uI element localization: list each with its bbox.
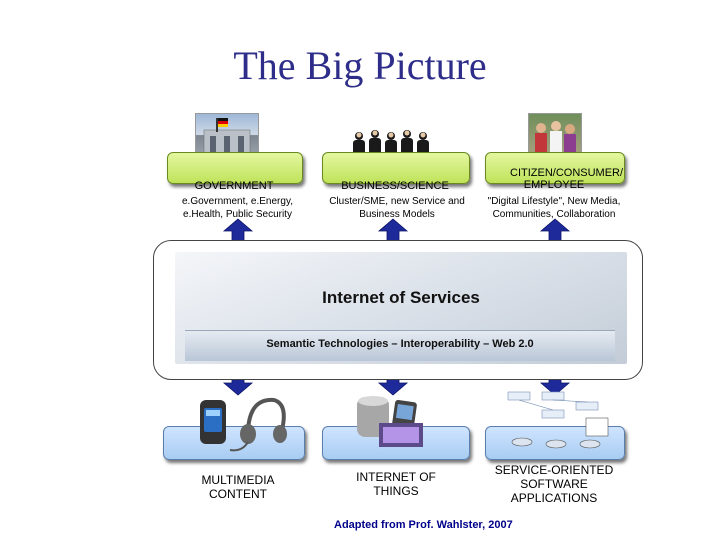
internet-of-services-title: Internet of Services [322, 288, 480, 307]
credit-text: Adapted from Prof. Wahlster, 2007 [334, 519, 513, 531]
internet-of-things-label: INTERNET OF THINGS [356, 470, 436, 498]
rfid-devices-icon [355, 393, 435, 453]
software-diagram-icon [498, 388, 616, 454]
semantic-technologies-band [185, 330, 615, 361]
citizen-box [485, 152, 625, 184]
business-science-box [322, 152, 470, 184]
business-science-label: BUSINESS/SCIENCE [341, 180, 449, 192]
watch-headset-icon [190, 390, 290, 460]
software-applications-label: SERVICE-ORIENTED SOFTWARE APPLICATIONS [494, 463, 614, 505]
page-title: The Big Picture [233, 43, 487, 88]
business-science-description: Cluster/SME, new Service and Business Mo… [329, 196, 465, 220]
citizen-description: "Digital Lifestyle", New Media, Communit… [487, 196, 621, 220]
citizen-label: CITIZEN/CONSUMER/ EMPLOYEE [510, 167, 624, 191]
government-label: GOVERNMENT [194, 180, 274, 192]
semantic-technologies-label: Semantic Technologies – Interoperability… [266, 338, 534, 350]
government-description: e.Government, e.Energy, e.Health, Public… [182, 196, 293, 220]
multimedia-label: MULTIMEDIA CONTENT [201, 473, 275, 501]
government-box [167, 152, 303, 184]
